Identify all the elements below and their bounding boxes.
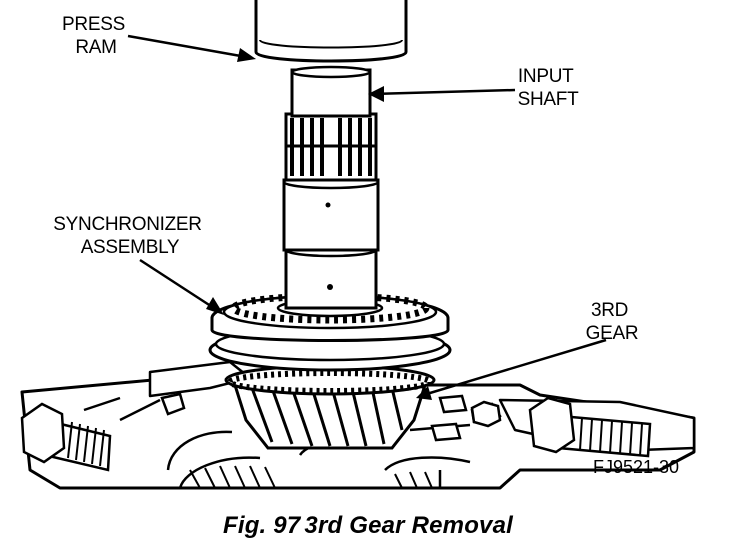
housing-bolt-head — [470, 400, 502, 428]
label-input-shaft: INPUT SHAFT — [518, 66, 579, 110]
leader-lines — [127, 34, 607, 398]
figure-id: FJ9521-30 — [593, 457, 679, 477]
figure-title: 3rd Gear Removal — [304, 512, 514, 539]
right-bolt — [528, 396, 652, 458]
figure-number: Fig. 97 — [222, 512, 301, 539]
housing-shading — [189, 465, 433, 489]
third-gear — [231, 380, 429, 450]
leader-arrowheads — [206, 48, 432, 400]
label-press-ram: PRESS RAM — [62, 14, 130, 58]
left-bolt — [20, 402, 112, 472]
synchronizer-assembly — [208, 292, 452, 372]
input-shaft — [282, 65, 380, 310]
label-third-gear: 3RD GEAR — [586, 300, 639, 344]
press-ram — [254, 0, 408, 63]
label-synchronizer-assembly: SYNCHRONIZER ASSEMBLY — [53, 214, 206, 258]
